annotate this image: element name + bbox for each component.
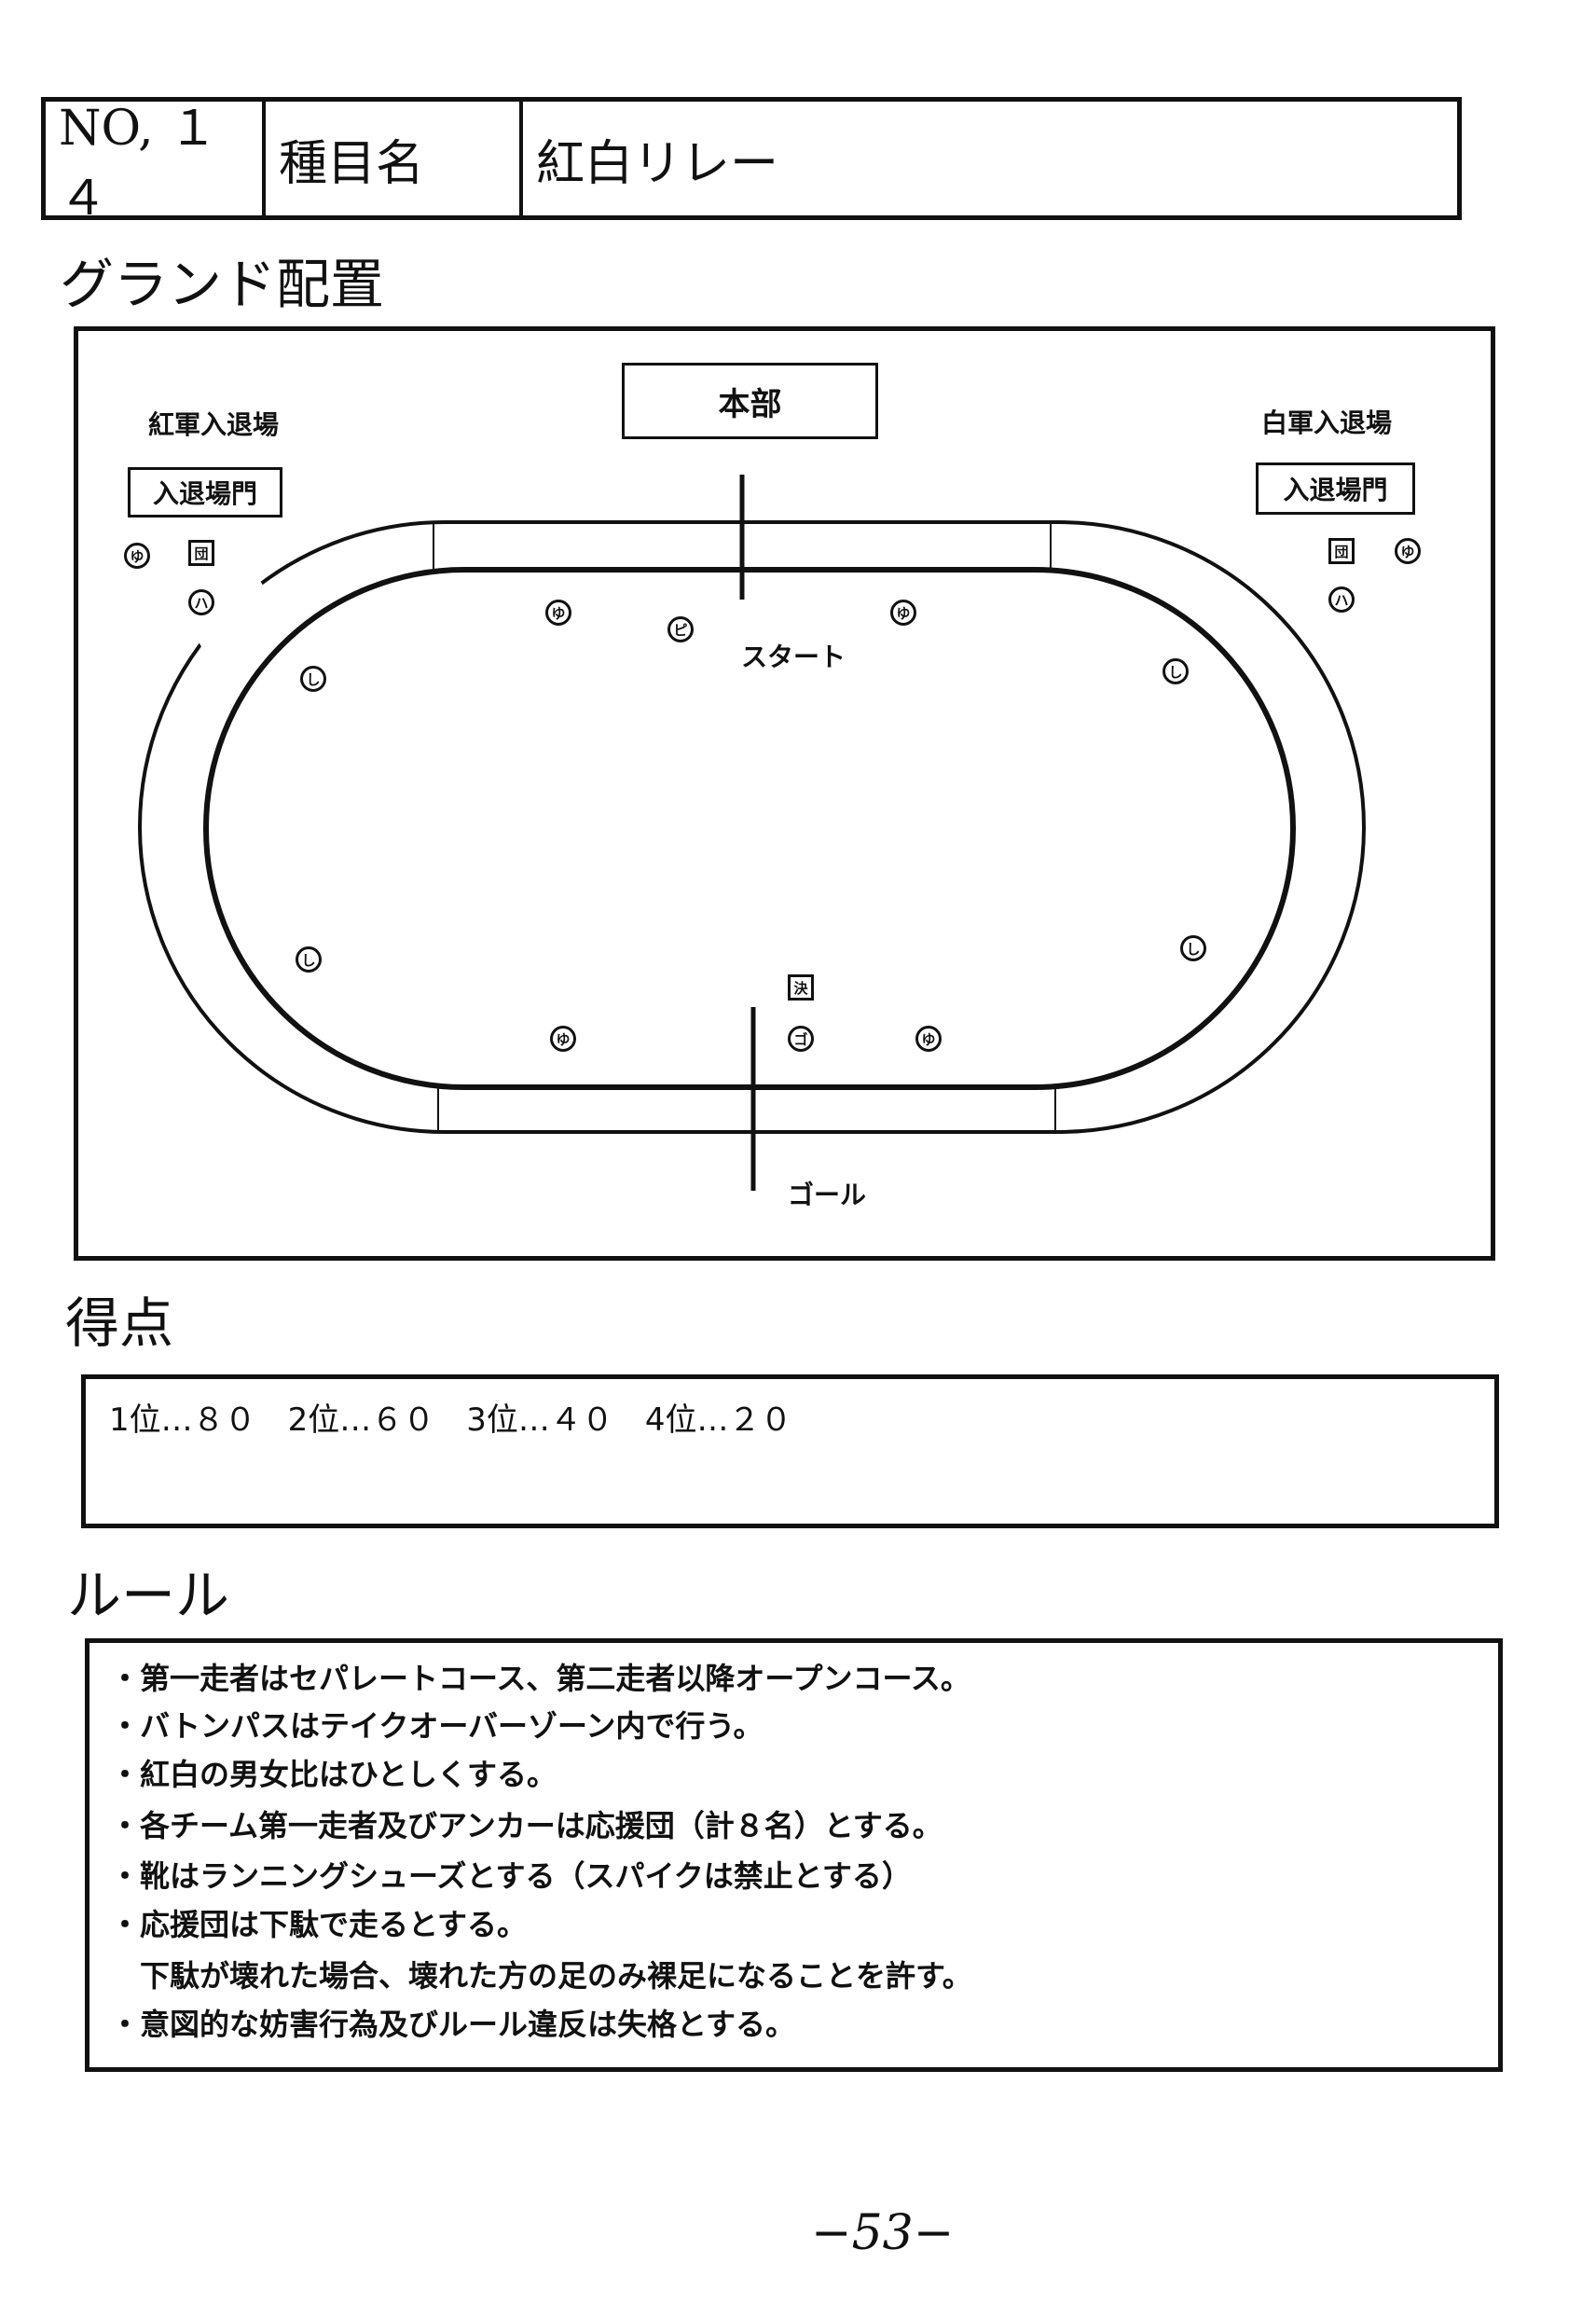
rule-item: ・応援団は下駄で走るとする。: [110, 1907, 528, 1942]
marker-shi: し: [296, 946, 322, 973]
goal-label: ゴール: [787, 1180, 867, 1210]
marker-ha: ハ: [1328, 587, 1355, 613]
marker-yu: ゆ: [550, 1026, 576, 1052]
red-gate-box: 入退場門: [128, 467, 282, 518]
gate-gap: [166, 544, 282, 659]
marker-yu: ゆ: [545, 600, 571, 626]
score-box: 1位…８０ 2位…６０ 3位…４０ 4位…２０: [81, 1374, 1499, 1528]
rule-item: ・意図的な妨害行為及びルール違反は失格とする。: [110, 2007, 796, 2042]
marker-dan: 団: [1328, 538, 1355, 564]
marker-yu: ゆ: [915, 1026, 942, 1052]
headquarters-box: 本部: [622, 363, 878, 439]
event-name: 紅白リレー: [536, 135, 779, 192]
marker-shi: し: [300, 666, 326, 692]
marker-ha: ハ: [188, 589, 214, 615]
marker-pi: ピ: [667, 616, 694, 642]
section-score-title: 得点: [65, 1291, 174, 1355]
event-label: 種目名: [266, 102, 523, 215]
rule-item: ・第一走者はセパレートコース、第二走者以降オープンコース。: [110, 1661, 970, 1696]
event-header: NO, １４ 種目名 紅白リレー: [41, 97, 1462, 227]
marker-go: ゴ: [788, 1026, 814, 1052]
marker-shi: し: [1180, 935, 1206, 961]
marker-yu: ゆ: [124, 543, 150, 569]
page-number: −53−: [811, 2205, 955, 2261]
marker-yu: ゆ: [1395, 538, 1421, 564]
red-entrance-label: 紅軍入退場: [147, 409, 280, 440]
marker-shi: し: [1163, 658, 1189, 684]
inner-track: [203, 567, 1296, 1090]
score-text: 1位…８０ 2位…６０ 3位…４０ 4位…２０: [109, 1401, 792, 1439]
start-label: スタート: [740, 642, 846, 672]
marker-ketsu: 決: [788, 974, 814, 1001]
rule-item: ・靴はランニングシューズとする（スパイクは禁止とする）: [110, 1858, 912, 1894]
rules-box: [85, 1638, 1503, 2072]
section-rules-title: ルール: [67, 1564, 230, 1627]
rule-item: ・紅白の男女比はひとしくする。: [110, 1757, 557, 1792]
rule-item: ・バトンパスはテイクオーバーゾーン内で行う。: [110, 1708, 764, 1744]
rule-item: 下駄が壊れた場合、壊れた方の足のみ裸足になることを許す。: [110, 1958, 972, 1994]
white-gate-box: 入退場門: [1256, 462, 1415, 515]
white-entrance-label: 白軍入退場: [1260, 407, 1393, 438]
rule-item: ・各チーム第一走者及びアンカーは応援団（計８名）とする。: [110, 1808, 942, 1843]
section-layout-title: グランド配置: [60, 253, 385, 316]
marker-yu: ゆ: [890, 600, 916, 626]
marker-dan: 団: [188, 540, 214, 566]
ground-diagram: [74, 326, 1495, 1261]
